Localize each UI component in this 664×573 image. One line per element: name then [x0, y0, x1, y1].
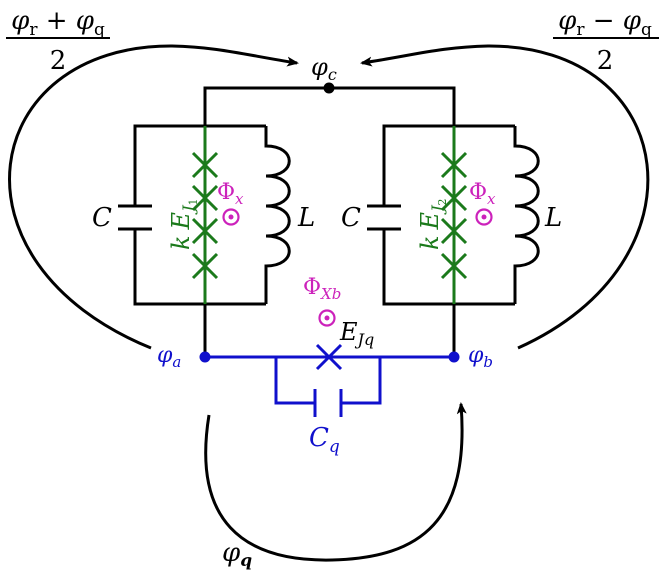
right-capacitor-label: C	[341, 203, 361, 233]
phi-b-label: φb	[468, 343, 493, 371]
ejq-label: EJq	[339, 318, 374, 349]
left-junction-2	[191, 184, 219, 212]
right-ej-label: kEJ2	[416, 199, 449, 251]
right-junction-3	[440, 217, 468, 245]
sum-phase-arrow	[8, 44, 299, 350]
right-flux-label: Φx	[469, 180, 496, 208]
phi-a-label: φa	[157, 343, 181, 371]
left-ej-label: kEJ1	[167, 199, 200, 251]
svg-text:φr + φq: φr + φq	[11, 6, 105, 40]
right-junction-1	[440, 151, 468, 179]
right-junction-4	[440, 252, 468, 280]
left-loop	[133, 124, 291, 306]
node-b	[448, 351, 460, 363]
cq-label: Cq	[309, 423, 340, 457]
right-junction-array	[440, 126, 468, 304]
left-inductor	[264, 126, 291, 304]
sum-fraction-label: φr + φq 2	[6, 6, 110, 76]
left-inductor-label: L	[297, 203, 315, 233]
diff-fraction-label: φr − φq 2	[553, 6, 659, 76]
center-flux-label: ΦXb	[303, 275, 341, 303]
svg-text:φr − φq: φr − φq	[558, 6, 652, 40]
right-inductor	[513, 126, 540, 304]
center-flux-symbol	[318, 309, 336, 327]
phi-c-label: φc	[311, 53, 337, 84]
qubit-capacitor	[313, 389, 343, 417]
left-junction-array	[191, 126, 219, 304]
left-junction-4	[191, 252, 219, 280]
diff-fraction-denominator: 2	[597, 46, 614, 76]
node-c	[323, 82, 335, 94]
left-junction-1	[191, 151, 219, 179]
sum-fraction-denominator: 2	[50, 46, 67, 76]
right-flux-symbol	[475, 208, 493, 226]
left-flux-label: Φx	[217, 180, 244, 208]
right-inductor-label: L	[544, 203, 562, 233]
left-junction-3	[191, 217, 219, 245]
qubit-phase-arrow	[204, 402, 467, 562]
qubit-junction	[315, 343, 343, 371]
right-capacitor	[367, 204, 401, 231]
node-a	[199, 351, 211, 363]
left-flux-symbol	[222, 208, 240, 226]
right-junction-2	[440, 184, 468, 212]
phi-q-label: φq	[222, 538, 252, 571]
right-loop	[382, 124, 540, 306]
diff-phase-arrow	[360, 44, 650, 350]
qubit-wiring	[205, 355, 454, 405]
left-capacitor	[118, 204, 152, 231]
left-capacitor-label: C	[92, 203, 112, 233]
